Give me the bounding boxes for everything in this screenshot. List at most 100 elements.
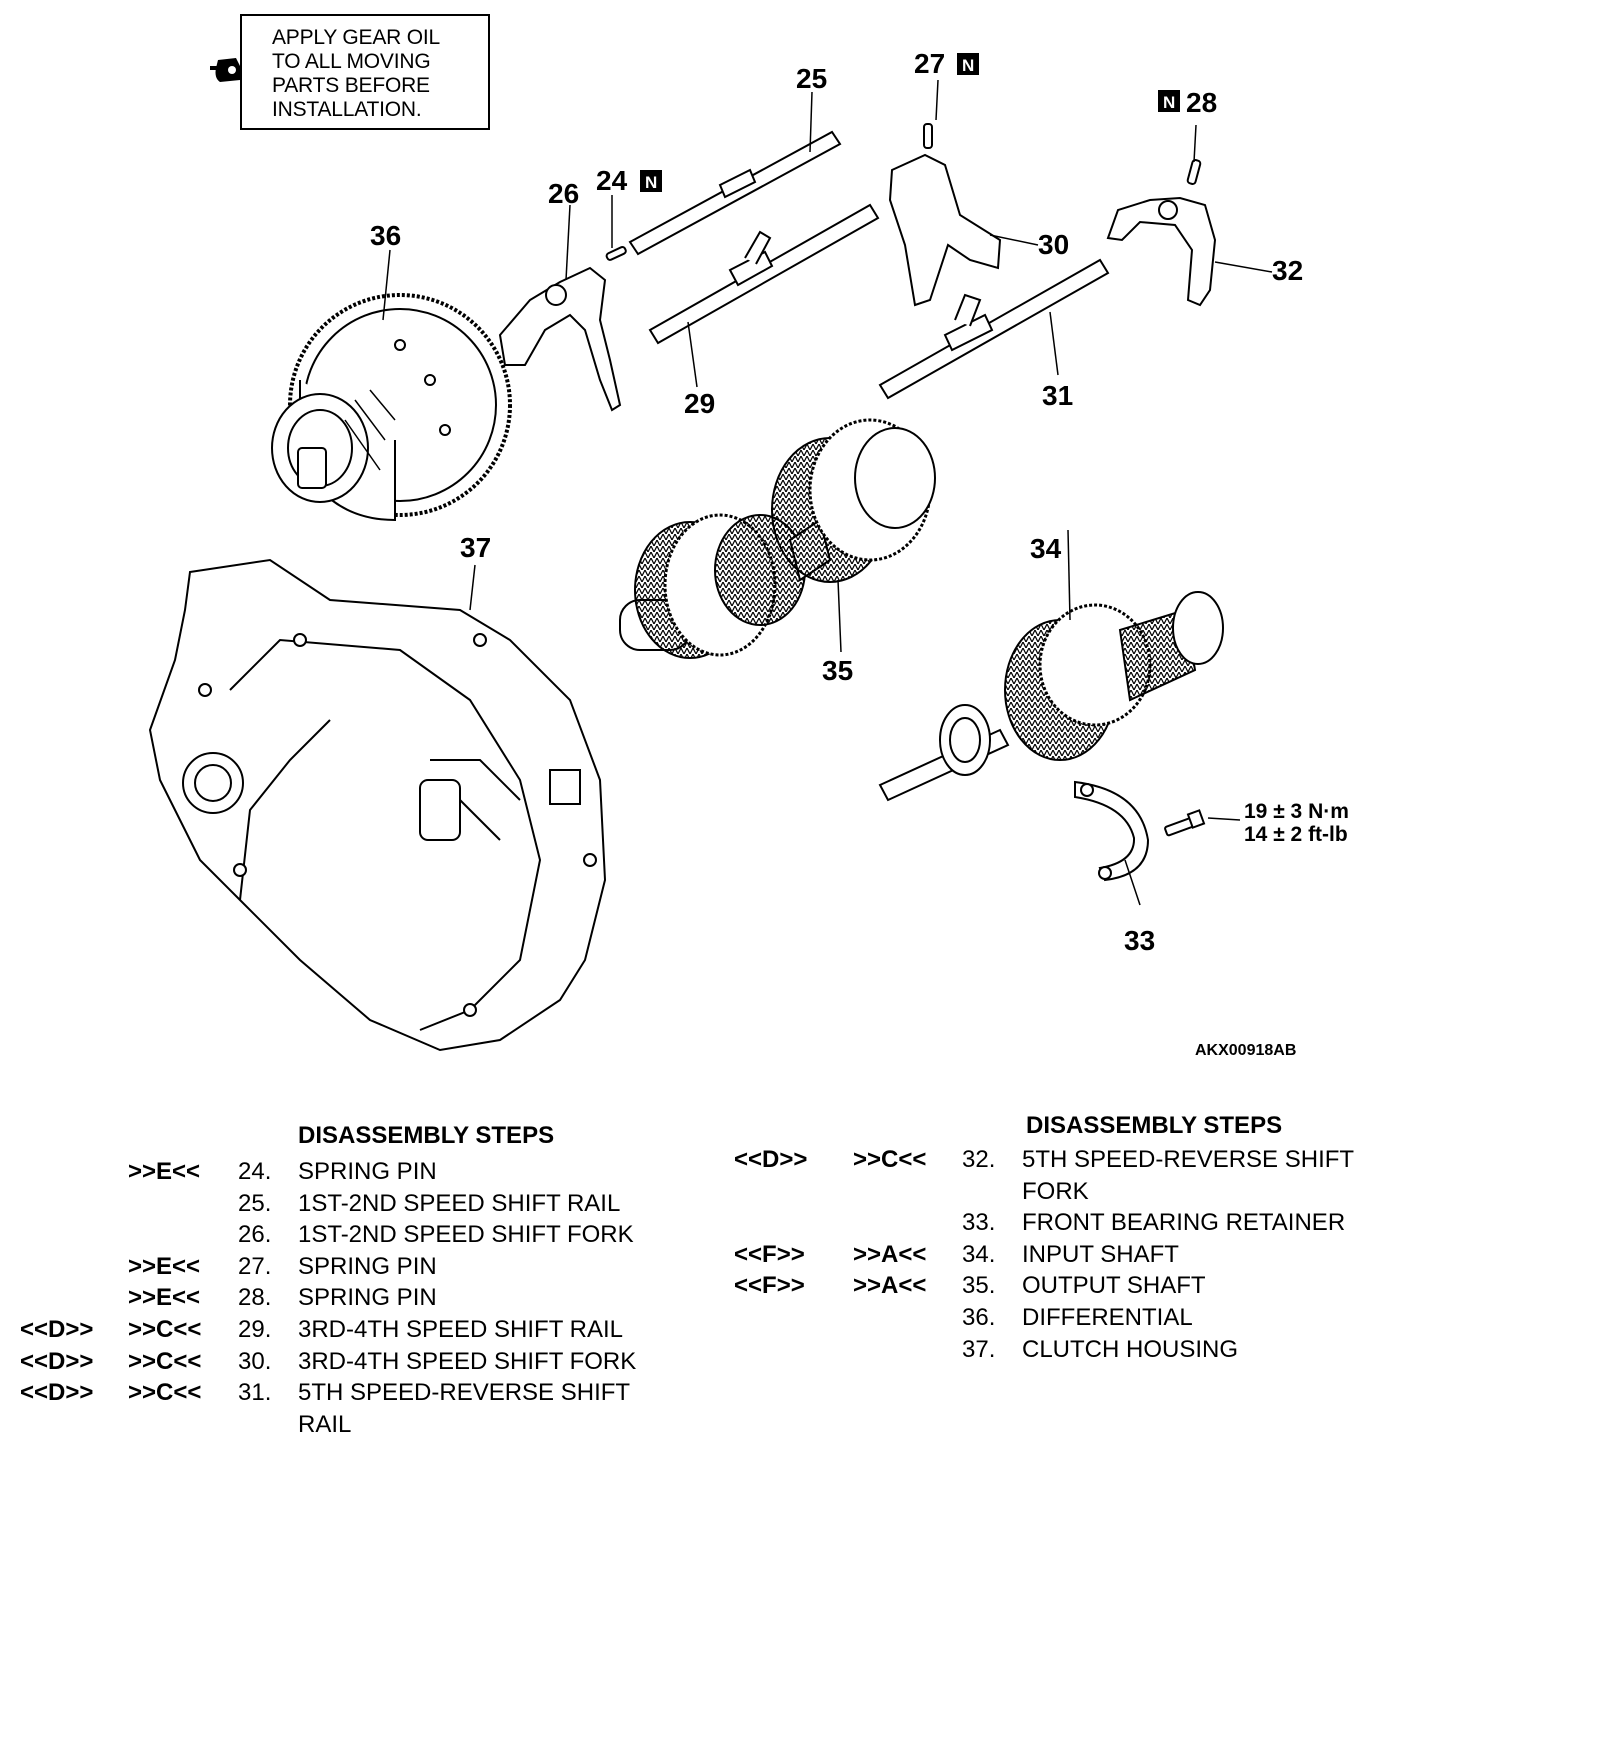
step-text: INPUT SHAFT xyxy=(1022,1240,1179,1268)
disassembly-steps-left: DISASSEMBLY STEPS >>E<< 24. SPRING PIN 25. 1… xyxy=(0,1118,760,1448)
step-code-reassembly: <<D>> xyxy=(20,1379,94,1407)
shift-fork-26 xyxy=(498,266,622,412)
step-number: 26. xyxy=(238,1221,272,1249)
step-code-installation: >>A<< xyxy=(853,1240,927,1268)
step-row: <<D>> >>C<< 29. 3RD-4TH SPEED SHIFT RAIL xyxy=(0,1316,760,1348)
disassembly-steps-right: DISASSEMBLY STEPS <<D>>>>C<<32.5TH SPEED… xyxy=(730,1108,1590,1368)
step-row: <<D>> >>C<< 30. 3RD-4TH SPEED SHIFT FORK xyxy=(0,1348,760,1380)
new-part-badge-28: N xyxy=(1158,90,1180,112)
figure-id: AKX00918AB xyxy=(1195,1042,1296,1059)
step-code-installation: >>E<< xyxy=(128,1158,201,1185)
step-text: SPRING PIN xyxy=(298,1284,437,1312)
step-number: 37. xyxy=(962,1335,996,1363)
step-text: 3RD-4TH SPEED SHIFT FORK xyxy=(298,1347,637,1375)
differential-illustration xyxy=(271,293,512,522)
callout-37: 37 xyxy=(460,532,491,563)
svg-text:N: N xyxy=(1163,93,1175,112)
step-number: 25. xyxy=(238,1189,272,1217)
note-line: PARTS BEFORE xyxy=(272,74,430,97)
note-line: TO ALL MOVING xyxy=(272,50,431,73)
step-row: 26. 1ST-2ND SPEED SHIFT FORK xyxy=(0,1221,760,1253)
callout-26: 26 xyxy=(548,178,579,209)
step-text: CLUTCH HOUSING xyxy=(1022,1335,1239,1363)
step-number: 32. xyxy=(962,1146,996,1173)
callout-33: 33 xyxy=(1124,925,1155,956)
svg-text:N: N xyxy=(645,173,657,192)
note-line: INSTALLATION. xyxy=(272,98,422,121)
oil-can-icon xyxy=(210,58,240,82)
step-text-continued: FORK xyxy=(1022,1177,1089,1205)
step-row: <<D>>>>C<<32.5TH SPEED-REVERSE SHIFT xyxy=(730,1146,1590,1178)
step-code-installation: >>C<< xyxy=(128,1316,202,1343)
output-shaft-illustration xyxy=(619,418,936,659)
step-text: SPRING PIN xyxy=(298,1158,437,1185)
callout-31: 31 xyxy=(1042,380,1073,411)
step-number: 24. xyxy=(238,1158,272,1185)
step-code-installation: >>C<< xyxy=(128,1379,202,1407)
bolt-illustration xyxy=(1164,809,1206,837)
clutch-housing-illustration xyxy=(148,558,607,1052)
step-code-installation: >>E<< xyxy=(128,1252,201,1280)
step-row: <<D>> >>C<< 31. 5TH SPEED-REVERSE SHIFT xyxy=(0,1379,760,1411)
step-code-reassembly: <<D>> xyxy=(20,1316,94,1343)
step-row: 25. 1ST-2ND SPEED SHIFT RAIL xyxy=(0,1190,760,1222)
shift-rail-31 xyxy=(878,258,1110,400)
callout-34: 34 xyxy=(1030,533,1062,564)
spring-pin-28 xyxy=(1186,159,1202,185)
step-code-installation: >>C<< xyxy=(128,1347,202,1375)
step-number: 34. xyxy=(962,1240,996,1268)
step-text: 5TH SPEED-REVERSE SHIFT xyxy=(298,1379,631,1407)
step-text: FRONT BEARING RETAINER xyxy=(1022,1209,1346,1237)
new-part-badge-24: N xyxy=(640,170,662,192)
step-number: 36. xyxy=(962,1304,996,1331)
callout-36: 36 xyxy=(370,220,401,251)
callout-28: 28 xyxy=(1186,87,1217,118)
step-row: 37. CLUTCH HOUSING xyxy=(730,1336,1590,1368)
spring-pin-27 xyxy=(923,123,933,149)
step-code-reassembly: <<D>> xyxy=(734,1146,808,1173)
step-row: 36. DIFFERENTIAL xyxy=(730,1304,1590,1336)
steps-title-left: DISASSEMBLY STEPS xyxy=(298,1122,555,1149)
step-code-reassembly: <<F>> xyxy=(734,1240,805,1268)
shift-rail-25 xyxy=(628,130,842,256)
callout-32: 32 xyxy=(1272,255,1303,286)
step-text: SPRING PIN xyxy=(298,1252,437,1280)
step-text: 1ST-2ND SPEED SHIFT FORK xyxy=(298,1221,634,1249)
step-row: 33.FRONT BEARING RETAINER xyxy=(730,1209,1590,1241)
steps-title-right: DISASSEMBLY STEPS xyxy=(1026,1112,1283,1139)
step-text-continued: RAIL xyxy=(298,1410,352,1438)
step-number: 30. xyxy=(238,1347,272,1375)
step-text: 3RD-4TH SPEED SHIFT RAIL xyxy=(298,1316,623,1343)
step-text: 1ST-2ND SPEED SHIFT RAIL xyxy=(298,1189,621,1217)
note-line: APPLY GEAR OIL xyxy=(272,26,440,49)
gear-oil-note: APPLY GEAR OIL TO ALL MOVING PARTS BEFOR… xyxy=(240,14,490,130)
note-text: APPLY GEAR OIL TO ALL MOVING PARTS BEFOR… xyxy=(272,26,440,122)
step-code-reassembly: <<D>> xyxy=(20,1347,94,1375)
svg-text:N: N xyxy=(962,56,974,75)
step-code-installation: >>E<< xyxy=(128,1284,201,1312)
leader-lines xyxy=(382,79,1273,906)
exploded-view-diagram: 24 25 26 27 28 29 30 31 32 33 34 35 36 3… xyxy=(148,48,1349,1059)
step-code-installation: >>A<< xyxy=(853,1272,927,1300)
step-row: <<F>> >>A<< 34. INPUT SHAFT xyxy=(730,1241,1590,1273)
new-part-badge-27: N xyxy=(957,53,979,75)
step-text: DIFFERENTIAL xyxy=(1022,1304,1193,1331)
step-row: >>E<< 28. SPRING PIN xyxy=(0,1284,760,1316)
callout-25: 25 xyxy=(796,63,827,94)
torque-metric: 19 ± 3 N·m xyxy=(1244,800,1349,823)
shift-fork-30 xyxy=(888,153,1002,307)
callout-30: 30 xyxy=(1038,229,1069,260)
step-number: 31. xyxy=(238,1379,272,1407)
step-code-reassembly: <<F>> xyxy=(734,1272,805,1300)
step-row: >>E<< 24. SPRING PIN xyxy=(0,1158,760,1190)
step-text: 5TH SPEED-REVERSE SHIFT xyxy=(1022,1146,1355,1173)
step-row: >>E<<27.SPRING PIN xyxy=(0,1253,760,1285)
spring-pin-24 xyxy=(605,246,627,261)
step-number: 28. xyxy=(238,1284,272,1312)
front-bearing-retainer-illustration xyxy=(1074,780,1150,882)
step-row: <<F>>>>A<<35.OUTPUT SHAFT xyxy=(730,1272,1590,1304)
torque-imperial: 14 ± 2 ft-lb xyxy=(1244,823,1348,846)
step-number: 29. xyxy=(238,1316,272,1343)
callout-24: 24 xyxy=(596,165,628,196)
